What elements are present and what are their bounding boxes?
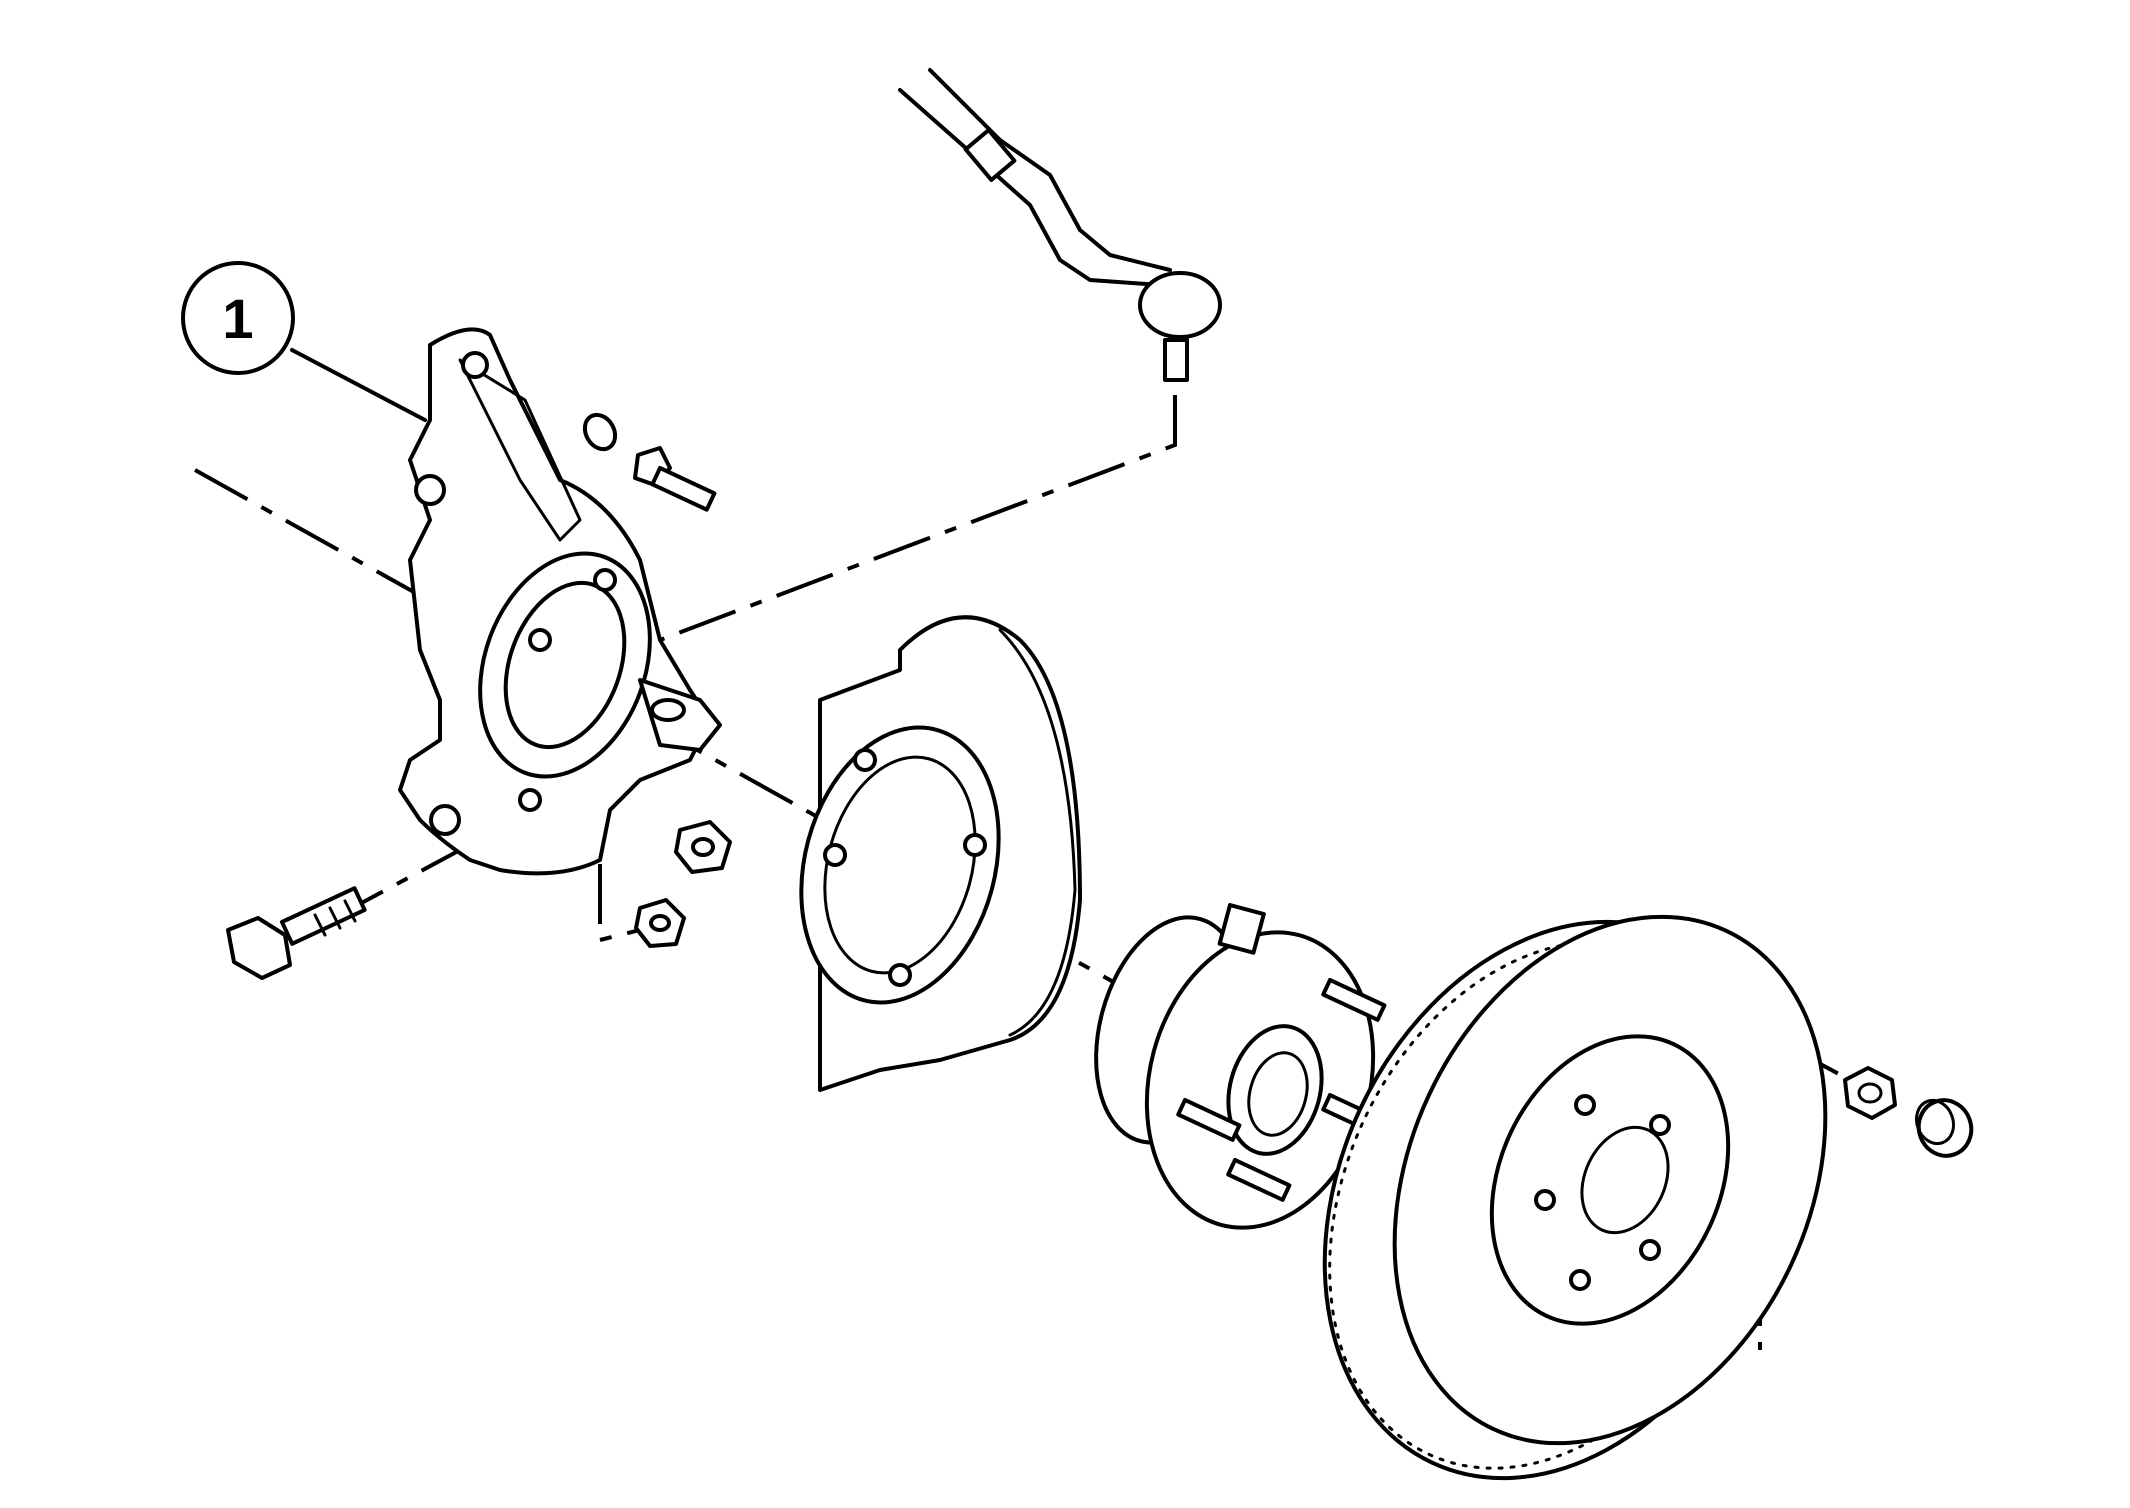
hub-cap-rim [1914, 1098, 1956, 1146]
tie-rod-end [898, 68, 1222, 382]
upper-bolt-shank [650, 466, 717, 512]
knuckle-arm-boss [650, 698, 686, 722]
wheel-hub-bearing [1094, 903, 1387, 1230]
splash-guard-bolt-hole-d [963, 833, 987, 857]
callout-1: 1 [181, 261, 427, 422]
tie-rod-boot-band [963, 128, 1017, 182]
rotor-center-bore [1580, 1125, 1670, 1235]
rotor-hat [1489, 1034, 1731, 1326]
knuckle-bearing-bore-inner [503, 580, 627, 750]
splash-guard-flange [998, 628, 1077, 1037]
rotor-lug-hole-e [1639, 1239, 1661, 1261]
knuckle-bolt [226, 886, 367, 980]
knuckle-bolt-hole-b [528, 628, 552, 652]
wheel-stud-a [1321, 978, 1387, 1022]
splash-guard-center-ring [799, 725, 1001, 1005]
rotor-lug-hole-d [1649, 1114, 1671, 1136]
knuckle-lower-hole [429, 804, 461, 836]
hub-nut-bore [1857, 1082, 1883, 1104]
brake-rotor [1322, 914, 1828, 1481]
tie-rod-stud [1163, 338, 1189, 382]
knuckle-lower-nut-b-bore [649, 914, 671, 932]
knuckle-bolt-threads [313, 899, 357, 937]
knuckle-bolt-head [226, 916, 292, 980]
hub-mount-tab [1217, 903, 1266, 955]
splash-guard-bolt-hole-b [823, 843, 847, 867]
rotor-lug-hole-b [1534, 1189, 1556, 1211]
splash-guard-bolt-hole-c [888, 963, 912, 987]
hub-nut-set [1843, 1066, 1974, 1158]
knuckle-side-hole [414, 474, 446, 506]
wheel-stud-c [1176, 1097, 1242, 1142]
tie-rod-ball-joint [1138, 271, 1222, 339]
hub-pilot-bore [1247, 1051, 1309, 1137]
callout-leader [290, 348, 427, 422]
knuckle-bolt-hole-a [593, 568, 617, 592]
steering-knuckle [398, 327, 722, 876]
callout-label: 1 [222, 287, 253, 350]
wheel-stud-d [1226, 1158, 1292, 1202]
splash-guard-bolt-hole-a [853, 748, 877, 772]
rotor-lug-hole-c [1569, 1269, 1591, 1291]
knuckle-arm-slot [458, 358, 582, 542]
hub-nut [1843, 1066, 1897, 1120]
callout-circle [181, 261, 295, 375]
rotor-lug-hole-a [1574, 1094, 1596, 1116]
lower-nuts [634, 820, 732, 948]
knuckle-bolt-hole-c [518, 788, 542, 812]
knuckle-lower-nut-a-bore [691, 837, 715, 857]
knuckle-upper-hole [461, 351, 489, 379]
upper-bolt-set [582, 412, 717, 512]
hub-cap [1916, 1098, 1974, 1158]
upper-collar [582, 412, 618, 452]
splash-guard [799, 615, 1082, 1092]
